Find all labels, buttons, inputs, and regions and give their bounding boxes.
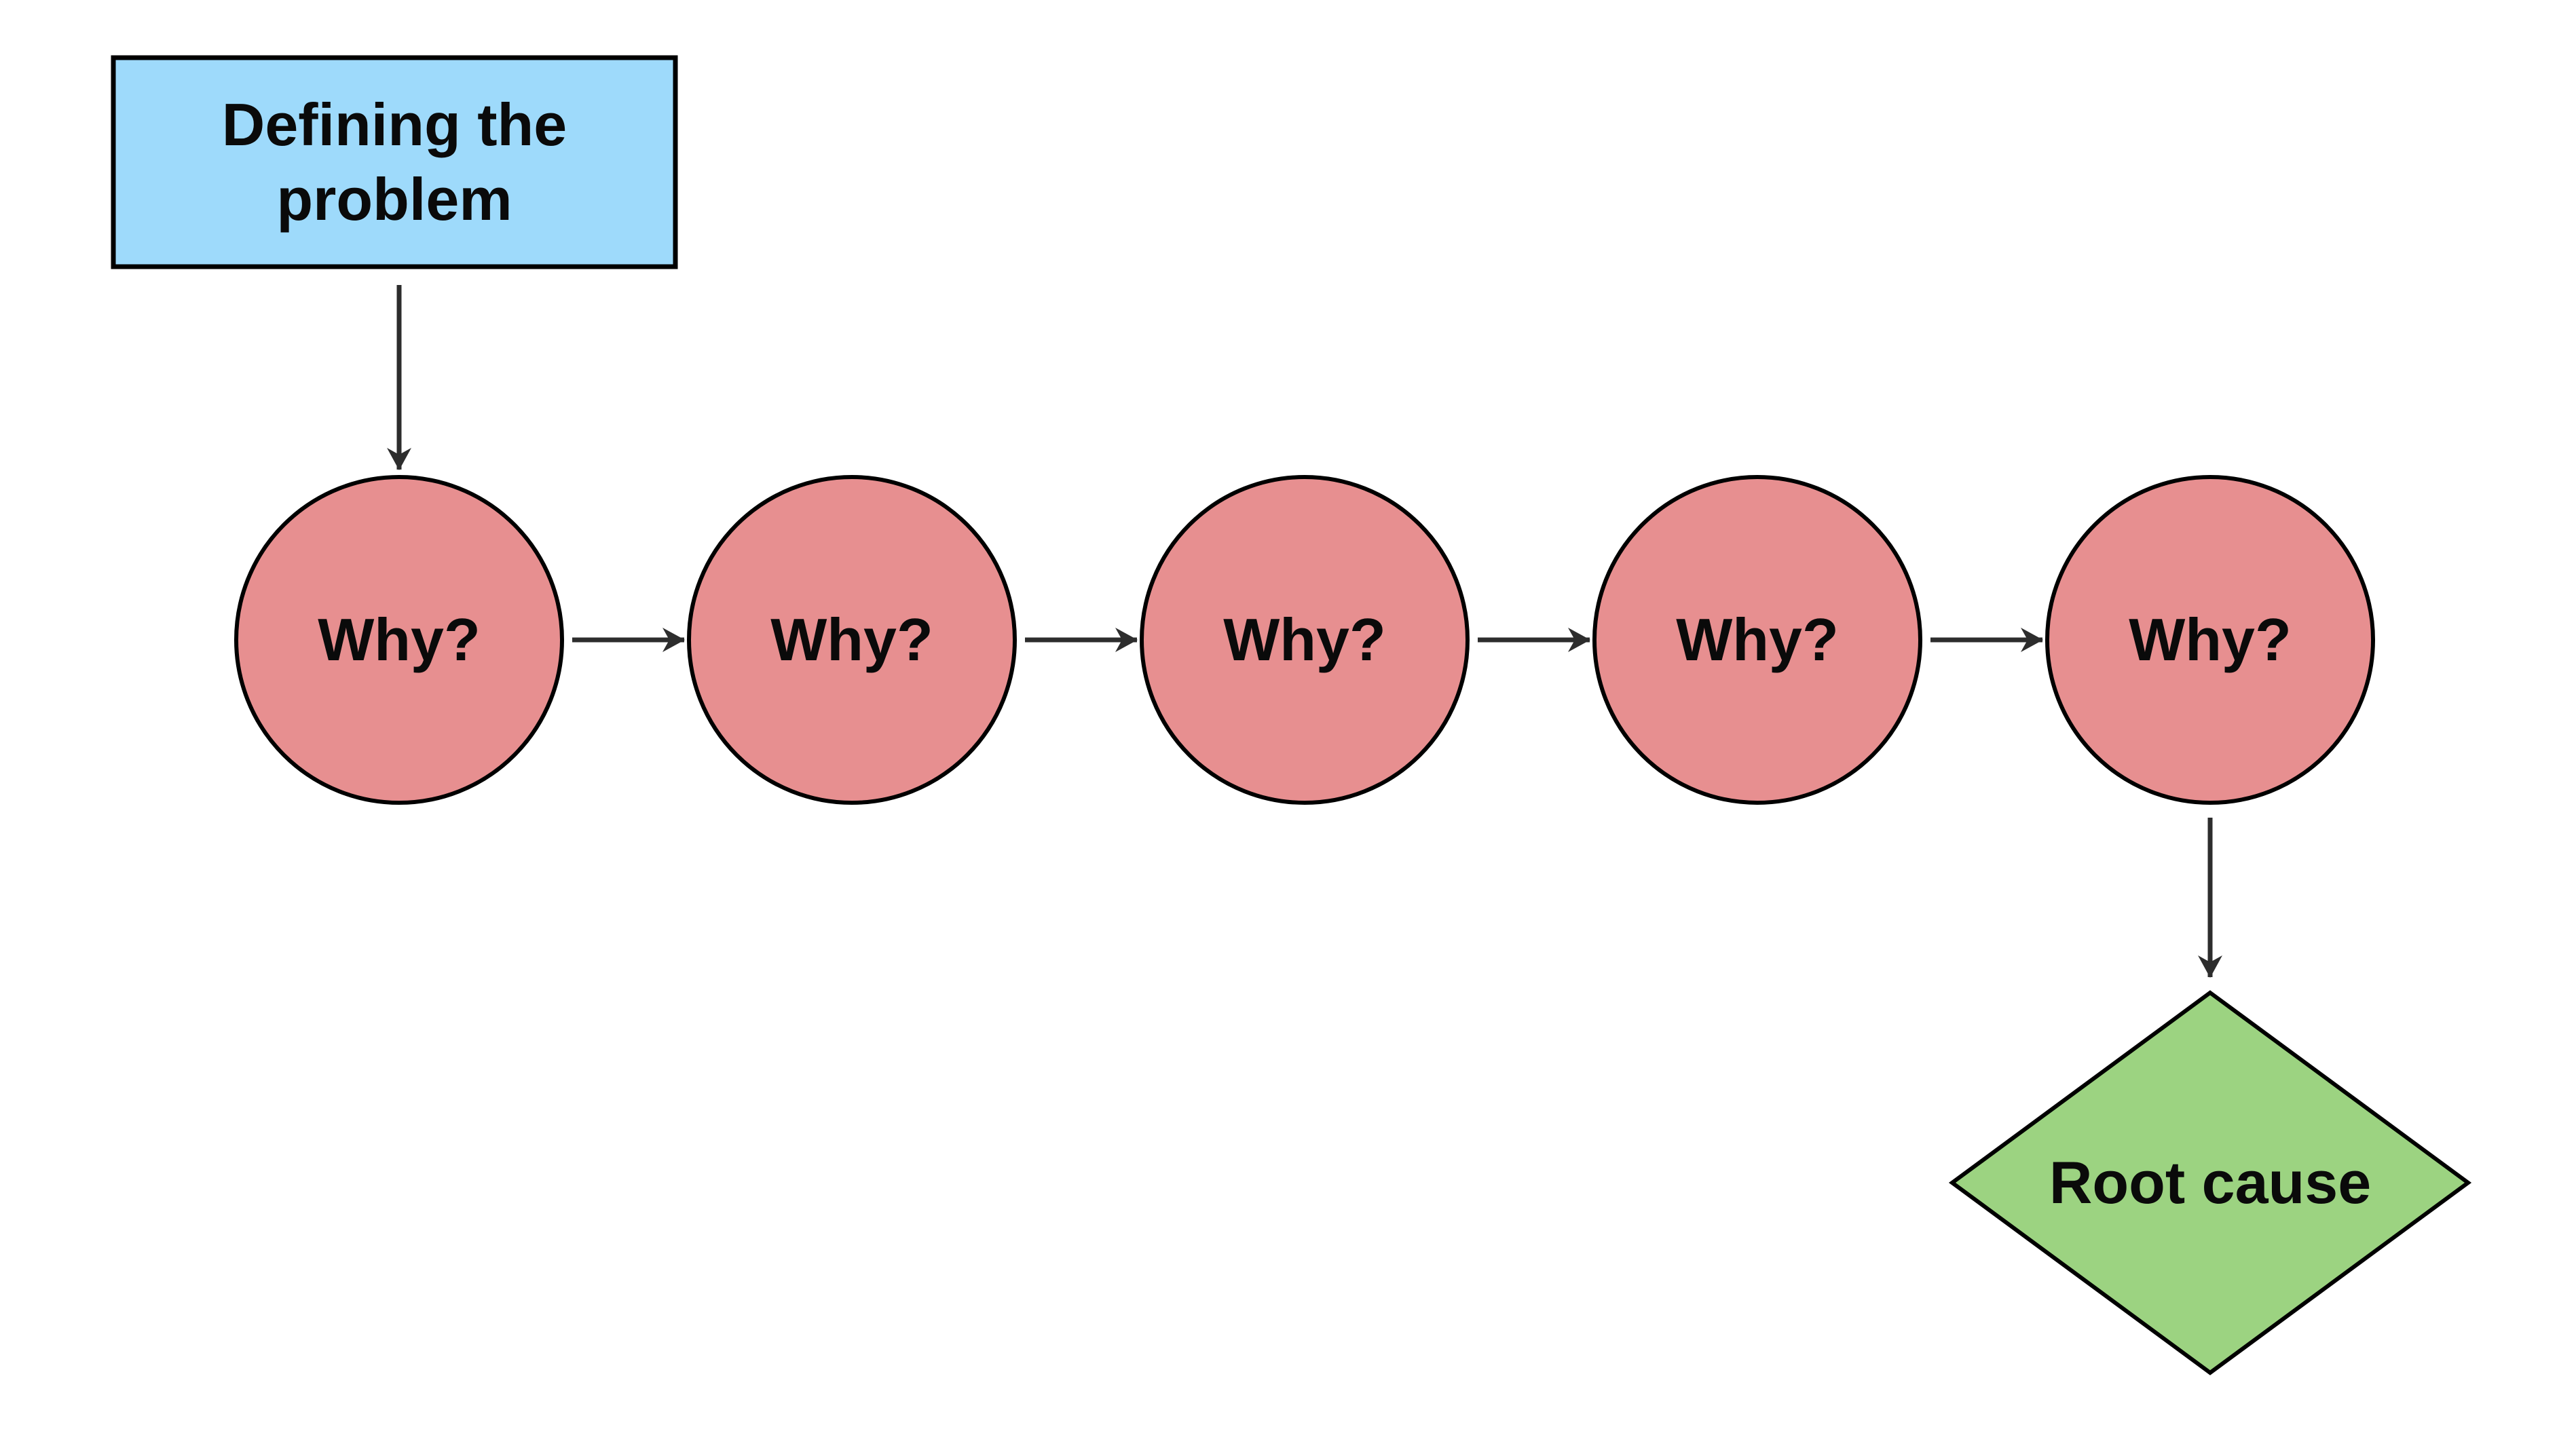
- why-circle-4: [1592, 475, 1922, 805]
- root-cause-diamond: [1948, 990, 2472, 1375]
- why-circle-1: [234, 475, 564, 805]
- why-circle-2: [687, 475, 1017, 805]
- problem-box: [111, 55, 678, 269]
- why-circle-3: [1140, 475, 1470, 805]
- why-circle-5: [2045, 475, 2375, 805]
